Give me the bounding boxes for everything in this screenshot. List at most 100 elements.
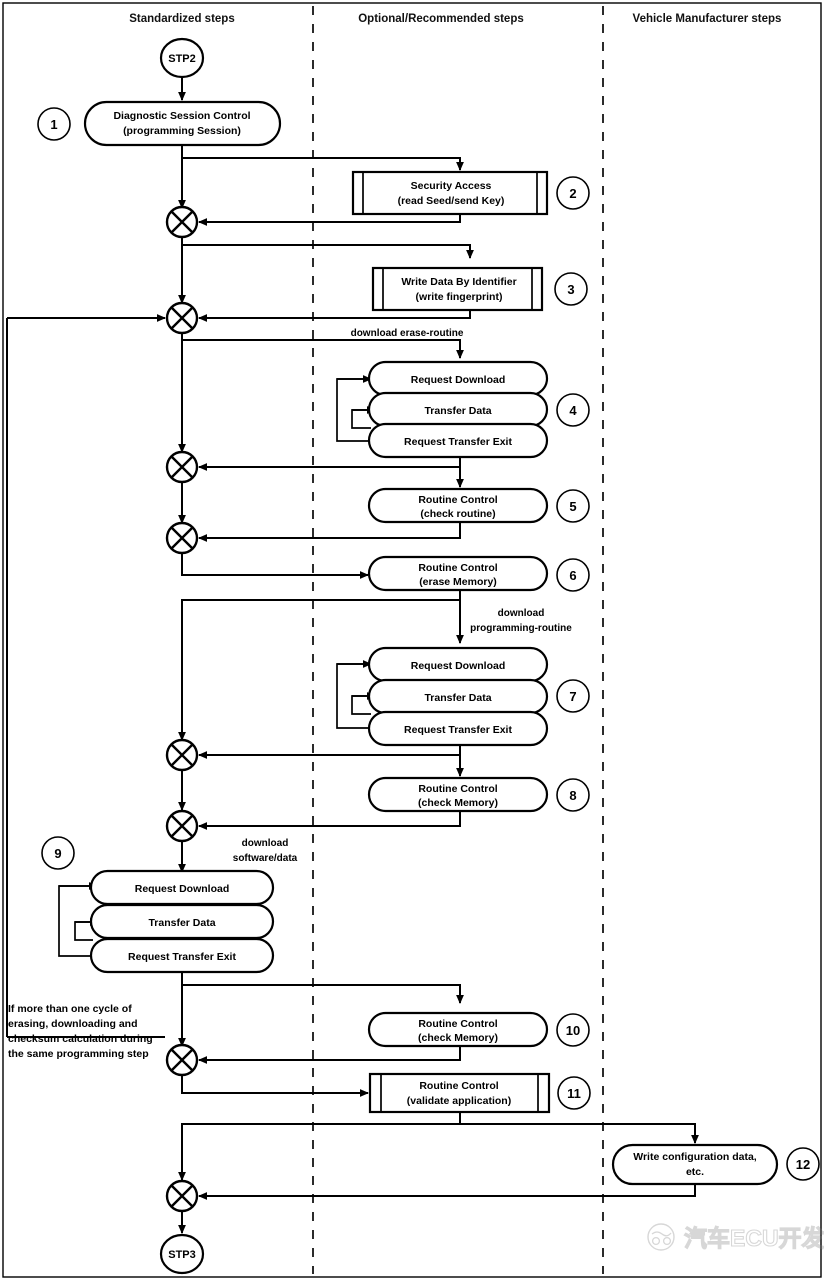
step-3-number: 3: [567, 282, 574, 297]
edge-8-to-j6: [198, 810, 461, 830]
junction-8: [165, 1179, 199, 1213]
step-9-item-1-label: Transfer Data: [148, 917, 215, 929]
edge-labels: download erase-routine download programm…: [233, 328, 573, 864]
step-10[interactable]: Routine Control (check Memory): [367, 1011, 549, 1048]
step-8-line1: Routine Control: [418, 783, 497, 795]
step-4-number-badge: 4: [556, 393, 590, 427]
step-3-number-badge: 3: [554, 272, 588, 306]
step-7-number: 7: [569, 689, 576, 704]
junction-nodes: [165, 205, 199, 1213]
watermark: 汽车ECU开发: [647, 1223, 824, 1252]
edge-j2-to-4: [182, 339, 464, 359]
step-2-line2: (read Seed/send Key): [398, 195, 505, 207]
junction-2: [165, 301, 199, 335]
step-5-number-badge: 5: [556, 489, 590, 523]
note-line-4: the same programming step: [8, 1048, 149, 1060]
note-line-2: erasing, downloading and: [8, 1018, 138, 1030]
edge-label-programming-1: download: [498, 608, 545, 619]
step-7-item-1-label: Transfer Data: [424, 692, 491, 704]
watermark-logo-icon: [647, 1223, 675, 1251]
step-11-line1: Routine Control: [419, 1080, 498, 1092]
step-7[interactable]: Request Download Transfer Data Request T…: [367, 646, 549, 747]
step-11[interactable]: Routine Control (validate application): [368, 1072, 551, 1114]
step-12-line2: etc.: [686, 1166, 704, 1178]
step-6-line1: Routine Control: [418, 562, 497, 574]
step-3-line1: Write Data By Identifier: [401, 276, 516, 288]
step-9-item-0-label: Request Download: [135, 883, 230, 895]
step-11-line2: (validate application): [407, 1095, 511, 1107]
step-8-number-badge: 8: [556, 778, 590, 812]
edge-6-to-j5-rail: [178, 599, 460, 741]
step-10-line1: Routine Control: [418, 1018, 497, 1030]
step-7-number-badge: 7: [556, 679, 590, 713]
edge-j1-to-3: [182, 244, 474, 259]
step-6-number: 6: [569, 568, 576, 583]
edge-label-programming-2: programming-routine: [470, 623, 572, 634]
junction-4: [165, 521, 199, 555]
junction-1: [165, 205, 199, 239]
step-2-number: 2: [569, 186, 576, 201]
step-1[interactable]: Diagnostic Session Control (programming …: [83, 100, 282, 147]
step-7-item-2-shape[interactable]: [367, 710, 549, 747]
step-2[interactable]: Security Access (read Seed/send Key): [351, 170, 549, 216]
step-5-line2: (check routine): [420, 508, 495, 520]
step-12-number-badge: 12: [786, 1147, 820, 1181]
edge-2-to-j1: [198, 215, 461, 226]
step-8-line2: (check Memory): [418, 797, 498, 809]
junction-3: [165, 450, 199, 484]
edge-11-to-j8: [178, 1110, 461, 1181]
step-7-item-2-label: Request Transfer Exit: [404, 724, 512, 736]
multi-cycle-note: If more than one cycle of erasing, downl…: [8, 1003, 153, 1060]
step-4-number: 4: [569, 403, 577, 418]
step-6-line2: (erase Memory): [419, 576, 497, 588]
step-8[interactable]: Routine Control (check Memory): [367, 776, 549, 813]
step-12-line1: Write configuration data,: [633, 1151, 757, 1163]
lane-dividers: [312, 6, 604, 1274]
junction-6: [165, 809, 199, 843]
step-1-number: 1: [50, 117, 57, 132]
note-line-1: If more than one cycle of: [8, 1003, 132, 1015]
step-5-number: 5: [569, 499, 576, 514]
watermark-text: 汽车ECU开发: [684, 1225, 824, 1251]
lane-title-optional: Optional/Recommended steps: [358, 13, 524, 25]
step-3-line2: (write fingerprint): [416, 291, 503, 303]
step-1-line2: (programming Session): [123, 125, 241, 137]
edge-1-to-2: [182, 157, 464, 171]
step-9[interactable]: Request Download Transfer Data Request T…: [89, 869, 275, 974]
edge-11-to-12: [460, 1123, 699, 1144]
junction-5: [165, 738, 199, 772]
step-1-number-badge: 1: [37, 107, 71, 141]
edge-label-software-2: software/data: [233, 853, 298, 864]
terminator-start: STP2: [159, 37, 205, 79]
step-10-number-badge: 10: [556, 1013, 590, 1047]
step-3[interactable]: Write Data By Identifier (write fingerpr…: [371, 266, 544, 312]
step-10-line2: (check Memory): [418, 1032, 498, 1044]
edge-j7-to-11: [181, 1075, 369, 1097]
step-9-item-2-shape[interactable]: [89, 937, 275, 974]
step-4-item-1-label: Transfer Data: [424, 405, 491, 417]
step-4-item-2-label: Request Transfer Exit: [404, 436, 512, 448]
step-10-number: 10: [566, 1023, 580, 1038]
step-11-number-badge: 11: [557, 1076, 591, 1110]
junction-7: [165, 1043, 199, 1077]
edge-9-to-10: [182, 984, 464, 1004]
edge-label-erase-routine: download erase-routine: [351, 328, 464, 339]
step-7-item-0-label: Request Download: [411, 660, 506, 672]
edge-5-to-j4: [198, 522, 461, 542]
step-4-item-2-shape[interactable]: [367, 422, 549, 459]
terminator-start-label: STP2: [168, 53, 196, 65]
step-6[interactable]: Routine Control (erase Memory): [367, 555, 549, 592]
step-4-item-0-label: Request Download: [411, 374, 506, 386]
step-5-line1: Routine Control: [418, 494, 497, 506]
step-2-number-badge: 2: [556, 176, 590, 210]
step-12-number: 12: [796, 1157, 810, 1172]
terminator-end: STP3: [159, 1233, 205, 1275]
step-4[interactable]: Request Download Transfer Data Request T…: [367, 360, 549, 459]
step-9-number-badge: 9: [41, 836, 75, 870]
note-line-3: checksum calculation during: [8, 1033, 153, 1045]
step-5[interactable]: Routine Control (check routine): [367, 487, 549, 524]
step-1-line1: Diagnostic Session Control: [113, 110, 250, 122]
step-12[interactable]: Write configuration data, etc.: [611, 1143, 779, 1186]
step-6-number-badge: 6: [556, 558, 590, 592]
